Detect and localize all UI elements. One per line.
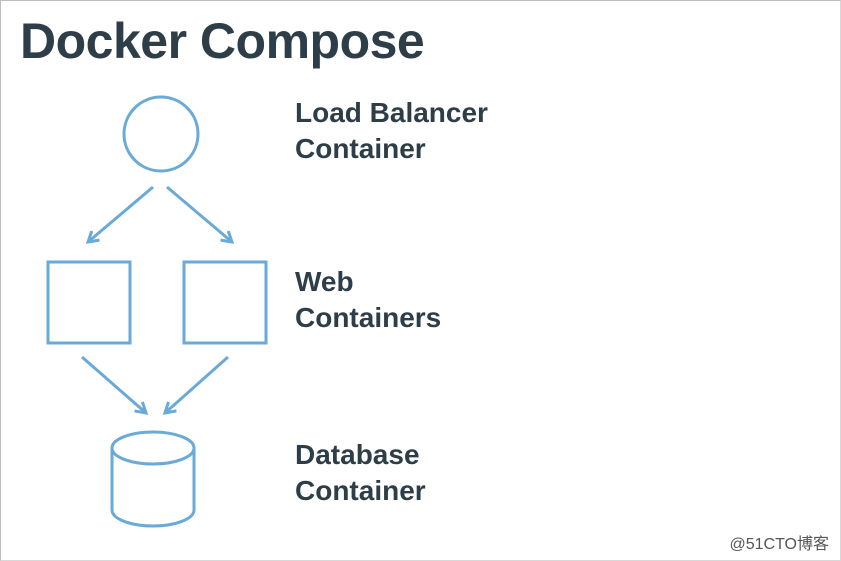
database-cylinder-icon <box>110 430 196 528</box>
database-label: Database Container <box>295 437 426 509</box>
arrow-lb-to-web-1 <box>88 185 154 242</box>
arrow-web-2-to-db <box>165 355 229 413</box>
web-containers-label: Web Containers <box>295 264 441 336</box>
page-title: Docker Compose <box>20 13 425 69</box>
load-balancer-label-line-1: Load Balancer <box>295 97 488 128</box>
database-label-line-1: Database <box>295 439 420 470</box>
web-containers-label-line-2: Containers <box>295 302 442 333</box>
load-balancer-circle-icon <box>122 95 200 173</box>
load-balancer-label-line-2: Container <box>295 133 426 164</box>
arrow-lb-to-web-2 <box>166 185 232 242</box>
web-container-1-square-icon <box>46 260 132 345</box>
database-label-line-2: Container <box>295 475 426 506</box>
load-balancer-label: Load Balancer Container <box>295 95 488 167</box>
web-containers-label-line-1: Web <box>295 266 354 297</box>
arrow-web-1-to-db <box>81 355 146 413</box>
watermark: @51CTO博客 <box>729 536 829 553</box>
web-container-2-square-icon <box>182 260 268 345</box>
